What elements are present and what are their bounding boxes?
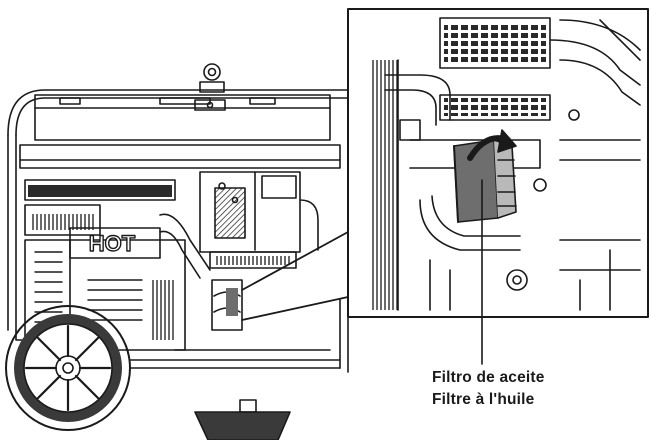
callout-wedge	[241, 231, 349, 321]
lifting-eye	[199, 63, 225, 93]
wheel-spokes	[24, 324, 112, 412]
tank-band	[19, 144, 341, 169]
hot-warning-label: HOT	[89, 231, 136, 256]
muffler-shield: HOT	[69, 227, 161, 259]
oil-filter-label-fr: Filtre à l'huile	[432, 391, 535, 408]
lower-vents	[87, 279, 143, 321]
inset-pipes	[384, 19, 641, 126]
generator: HOT	[5, 63, 351, 440]
inset-cooling-fins	[439, 17, 551, 121]
support-foot	[194, 399, 291, 440]
wheel	[5, 305, 131, 431]
inset-grille	[370, 59, 399, 311]
oil-filter-label-es: Filtro de aceite	[432, 369, 545, 386]
engine-oil-filter-spot	[211, 279, 243, 331]
oil-filter	[453, 139, 517, 223]
frame	[7, 89, 351, 331]
fuel-tank	[34, 94, 331, 141]
exhaust-pipe	[159, 213, 211, 279]
inset-engine-parts	[399, 109, 641, 311]
engine-block	[199, 171, 319, 269]
rotation-arrow-icon	[467, 129, 517, 161]
detail-inset	[347, 8, 649, 318]
side-vents	[34, 251, 63, 323]
